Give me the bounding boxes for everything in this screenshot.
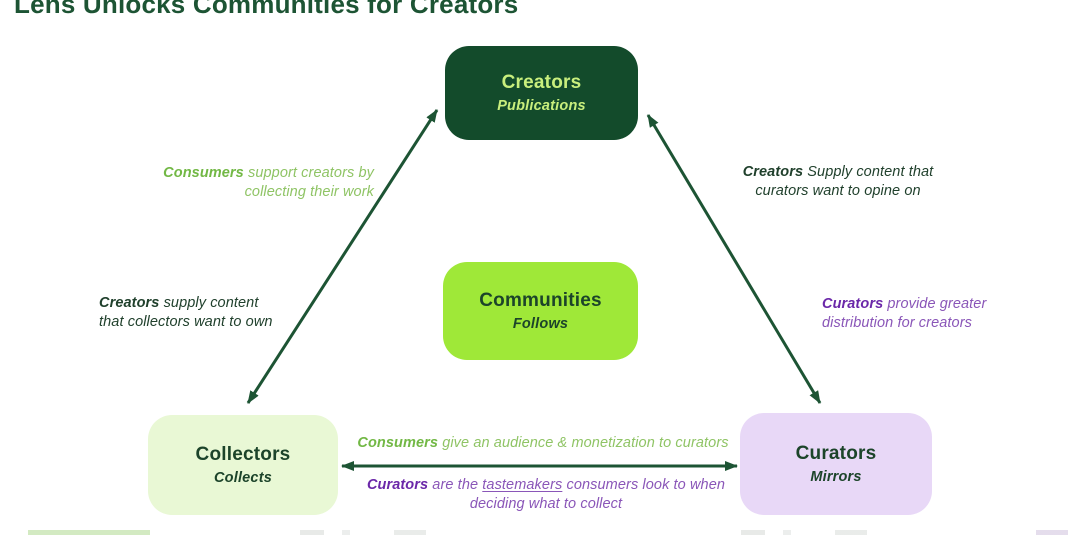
edge-label-creators-supply-curators: Creators Supply content that curators wa… bbox=[742, 164, 934, 199]
node-communities-sublabel: Follows bbox=[512, 316, 569, 332]
edge-label-curators-provide: Curators provide greater distribution fo… bbox=[822, 296, 987, 331]
node-collectors-label: Collectors bbox=[195, 444, 291, 465]
node-curators-sublabel: Mirrors bbox=[810, 469, 862, 485]
edge-label-creators-supply-collectors: Creators supply content that collectors … bbox=[99, 295, 273, 330]
page-title: Lens Unlocks Communities for Creators bbox=[14, 0, 519, 19]
node-curators-label: Curators bbox=[795, 443, 877, 464]
arrow-creators-curators bbox=[646, 114, 822, 404]
edge-label-consumers-give: Consumers give an audience & monetizatio… bbox=[357, 435, 729, 451]
node-creators: Creators Publications bbox=[445, 46, 638, 140]
node-creators-label: Creators bbox=[501, 72, 582, 93]
arrow-creators-collectors bbox=[246, 109, 439, 404]
node-curators: Curators Mirrors bbox=[740, 413, 932, 515]
node-creators-sublabel: Publications bbox=[497, 98, 586, 114]
node-communities: Communities Follows bbox=[443, 262, 638, 360]
edge-label-consumers-support: Consumers support creators by collecting… bbox=[163, 165, 374, 200]
node-collectors-sublabel: Collects bbox=[213, 470, 272, 486]
node-communities-label: Communities bbox=[479, 290, 602, 311]
node-collectors: Collectors Collects bbox=[148, 415, 338, 515]
edge-label-curators-tastemakers: Curators are the tastemakers consumers l… bbox=[366, 477, 726, 512]
cutoff-text-strip bbox=[28, 530, 1080, 535]
